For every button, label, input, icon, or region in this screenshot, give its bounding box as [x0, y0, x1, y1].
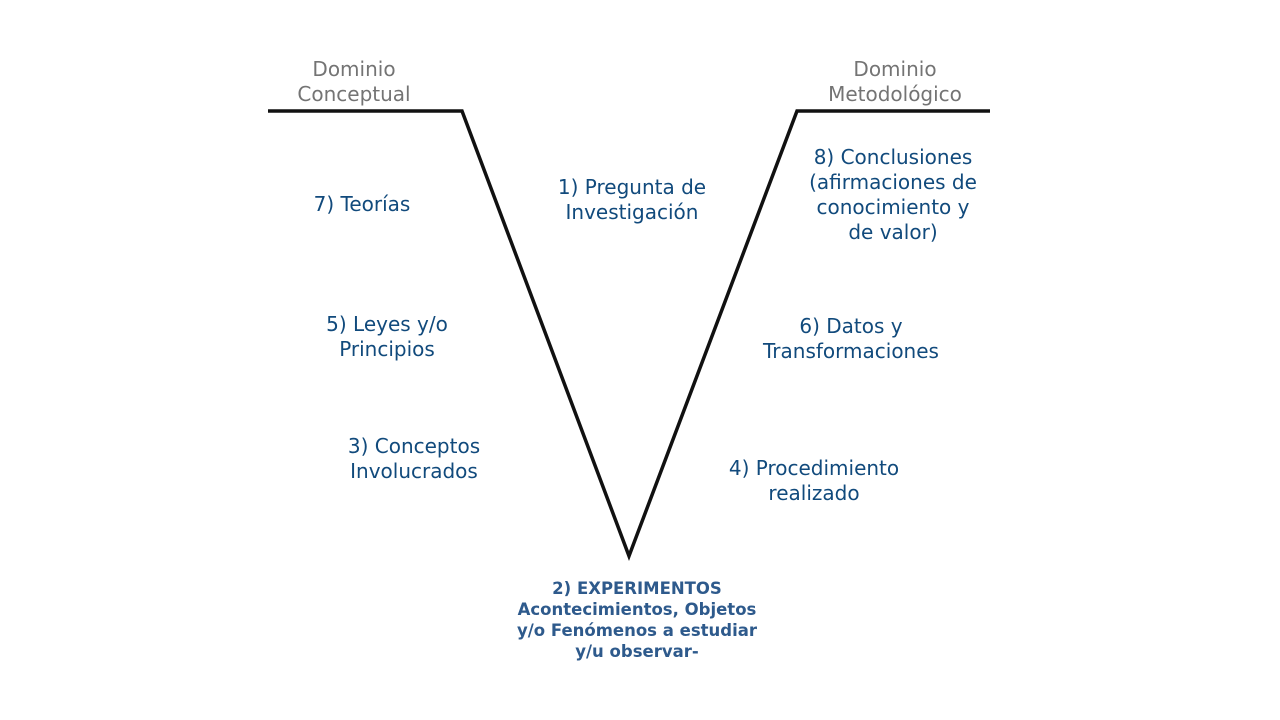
- procedure-line-1: 4) Procedimiento: [728, 456, 900, 480]
- methodological-domain-label: Dominio Metodológico: [828, 57, 962, 107]
- procedure-line-2: realizado: [768, 481, 860, 505]
- conceptual-domain-label: Dominio Conceptual: [297, 57, 410, 107]
- methodological-domain-line-2: Metodológico: [828, 82, 962, 106]
- data-line-1: 6) Datos y: [799, 314, 903, 338]
- conclusions-node: 8) Conclusiones (afirmaciones de conocim…: [809, 145, 977, 245]
- theories-line-1: 7) Teorías: [313, 192, 411, 216]
- laws-node: 5) Leyes y/o Principios: [326, 312, 448, 362]
- experiments-line-1: 2) EXPERIMENTOS: [552, 579, 722, 598]
- question-node: 1) Pregunta de Investigación: [558, 175, 706, 225]
- concepts-line-2: Involucrados: [350, 459, 478, 483]
- conclusions-line-4: de valor): [848, 220, 938, 244]
- experiments-node: 2) EXPERIMENTOS Acontecimientos, Objetos…: [517, 578, 757, 662]
- experiments-line-3: y/o Fenómenos a estudiar: [516, 621, 758, 640]
- concepts-line-1: 3) Conceptos: [347, 434, 481, 458]
- experiments-line-2: Acontecimientos, Objetos: [517, 600, 757, 619]
- data-line-2: Transformaciones: [763, 339, 939, 363]
- laws-line-1: 5) Leyes y/o: [326, 312, 448, 336]
- methodological-domain-line-1: Dominio: [853, 57, 937, 81]
- theories-node: 7) Teorías: [314, 192, 411, 217]
- conceptual-domain-line-1: Dominio: [312, 57, 396, 81]
- concepts-node: 3) Conceptos Involucrados: [348, 434, 480, 484]
- laws-line-2: Principios: [339, 337, 435, 361]
- conclusions-line-1: 8) Conclusiones: [813, 145, 973, 169]
- conclusions-line-2: (afirmaciones de: [809, 170, 977, 194]
- experiments-line-4: y/u observar-: [575, 642, 699, 661]
- procedure-node: 4) Procedimiento realizado: [729, 456, 899, 506]
- question-line-2: Investigación: [565, 200, 699, 224]
- question-line-1: 1) Pregunta de: [557, 175, 707, 199]
- conceptual-domain-line-2: Conceptual: [297, 82, 411, 106]
- v-line: [268, 109, 990, 561]
- data-node: 6) Datos y Transformaciones: [763, 314, 939, 364]
- conclusions-line-3: conocimiento y: [816, 195, 970, 219]
